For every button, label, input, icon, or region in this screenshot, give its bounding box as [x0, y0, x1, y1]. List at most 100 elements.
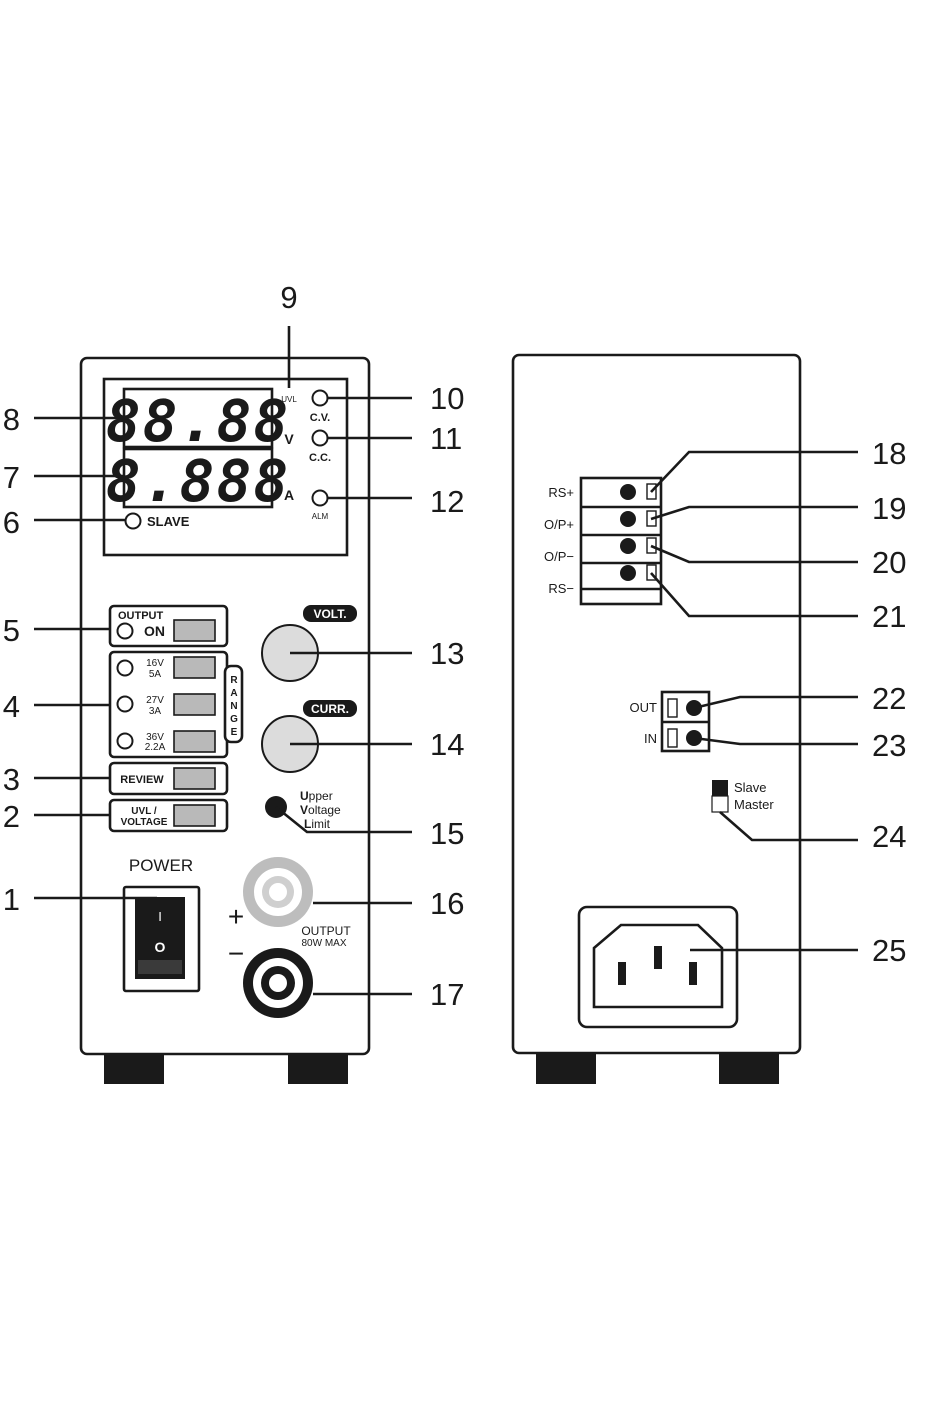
cv-label: C.V. [310, 412, 330, 424]
callout-20: 20 [872, 545, 906, 580]
callout-14: 14 [430, 727, 464, 762]
output-terminal-label-line1: OUTPUT [301, 924, 351, 938]
callout-5: 5 [3, 613, 20, 648]
ac-pin-earth [654, 946, 662, 969]
callout-8: 8 [3, 402, 20, 437]
range-27v-button[interactable] [174, 694, 215, 715]
op-plus-screw-icon[interactable] [620, 511, 636, 527]
cc-led-icon [313, 431, 328, 446]
callout-12: 12 [430, 484, 464, 519]
positive-terminal[interactable] [243, 857, 313, 927]
negative-terminal-hole [269, 974, 287, 992]
power-switch-rocker [138, 960, 182, 974]
range-36v-button[interactable] [174, 731, 215, 752]
range-letter-r: R [230, 675, 238, 686]
rs-plus-screw-icon[interactable] [620, 484, 636, 500]
callout-13: 13 [430, 636, 464, 671]
op-minus-label: O/P− [544, 549, 574, 564]
output-on-button[interactable] [174, 620, 215, 641]
range-27v-voltage: 27V [146, 695, 164, 706]
callout-6: 6 [3, 505, 20, 540]
callout-17: 17 [430, 977, 464, 1012]
uvl-text-line2: Voltage [300, 803, 341, 817]
alm-led-icon [313, 491, 328, 506]
slave-label: SLAVE [147, 514, 190, 529]
callout-3: 3 [3, 762, 20, 797]
link-out-label: OUT [630, 700, 658, 715]
range-27v-led-icon [118, 697, 133, 712]
range-16v-button[interactable] [174, 657, 215, 678]
volt-knob-label: VOLT. [313, 607, 346, 621]
cv-led-icon [313, 391, 328, 406]
link-out-slot [668, 699, 677, 717]
range-letter-n: N [230, 701, 237, 712]
output-on-label: ON [144, 623, 165, 639]
current-readout: 8.888 [106, 447, 291, 515]
op-minus-screw-icon[interactable] [620, 538, 636, 554]
slave-master-switch-lower [712, 796, 728, 812]
ac-pin-neutral [689, 962, 697, 985]
callout-25: 25 [872, 933, 906, 968]
link-in-slot [668, 729, 677, 747]
range-36v-current: 2.2A [145, 742, 166, 753]
range-16v-current: 5A [149, 669, 162, 680]
review-label: REVIEW [120, 774, 164, 786]
plus-sign: + [228, 901, 244, 932]
amp-unit-label: A [284, 487, 294, 503]
slave-led-icon [126, 514, 141, 529]
uvl-voltage-label-line2: VOLTAGE [121, 817, 168, 828]
output-terminal-label-line2: 80W MAX [301, 938, 346, 949]
curr-knob-label: CURR. [311, 702, 349, 716]
callout-4: 4 [3, 689, 20, 724]
callout-11: 11 [430, 421, 462, 456]
uvl-indicator-label: UVL [281, 395, 297, 404]
output-led-icon [118, 624, 133, 639]
alm-label: ALM [312, 512, 329, 521]
range-letter-e: E [231, 727, 238, 738]
callout-18: 18 [872, 436, 906, 471]
range-27v-current: 3A [149, 706, 162, 717]
negative-terminal[interactable] [243, 948, 313, 1018]
positive-terminal-hole [269, 883, 287, 901]
range-letter-g: G [230, 714, 238, 725]
callout-2: 2 [3, 799, 20, 834]
link-in-label: IN [644, 731, 657, 746]
callout-23: 23 [872, 728, 906, 763]
op-plus-label: O/P+ [544, 517, 574, 532]
range-16v-led-icon [118, 661, 133, 676]
uvl-voltage-button[interactable] [174, 805, 215, 826]
voltage-readout: 88.88 [106, 387, 291, 455]
callout-10: 10 [430, 381, 464, 416]
rs-plus-label: RS+ [548, 485, 574, 500]
power-switch-on-mark: I [158, 909, 162, 924]
uvl-text-line1: Upper [300, 789, 333, 803]
callout-1: 1 [3, 882, 20, 917]
slave-mode-label: Slave [734, 780, 767, 795]
callout-22: 22 [872, 681, 906, 716]
review-button[interactable] [174, 768, 215, 789]
callout-24: 24 [872, 819, 906, 854]
volt-unit-label: V [284, 431, 294, 447]
rear-foot-right [719, 1050, 779, 1084]
rs-minus-label: RS− [548, 581, 574, 596]
rear-panel: RS+ O/P+ O/P− RS− OUT IN Slave Master [513, 355, 800, 1084]
slave-master-switch[interactable] [712, 780, 728, 812]
power-label: POWER [129, 856, 193, 875]
callout-21: 21 [872, 599, 906, 634]
callout-15: 15 [430, 816, 464, 851]
callout-19: 19 [872, 491, 906, 526]
rear-foot-left [536, 1050, 596, 1084]
rs-minus-screw-icon[interactable] [620, 565, 636, 581]
range-16v-voltage: 16V [146, 658, 164, 669]
master-mode-label: Master [734, 797, 774, 812]
slave-master-switch-upper [712, 780, 728, 796]
range-36v-led-icon [118, 734, 133, 749]
uvl-voltage-label-line1: UVL / [131, 806, 157, 817]
callout-7: 7 [3, 460, 20, 495]
uvl-text-line3: Limit [304, 817, 331, 831]
callout-16: 16 [430, 886, 464, 921]
range-letter-a: A [230, 688, 237, 699]
front-panel: 88.88 8.888 V A UVL C.V. C.C. ALM SLAVE … [81, 358, 369, 1084]
output-box-title: OUTPUT [118, 610, 164, 622]
